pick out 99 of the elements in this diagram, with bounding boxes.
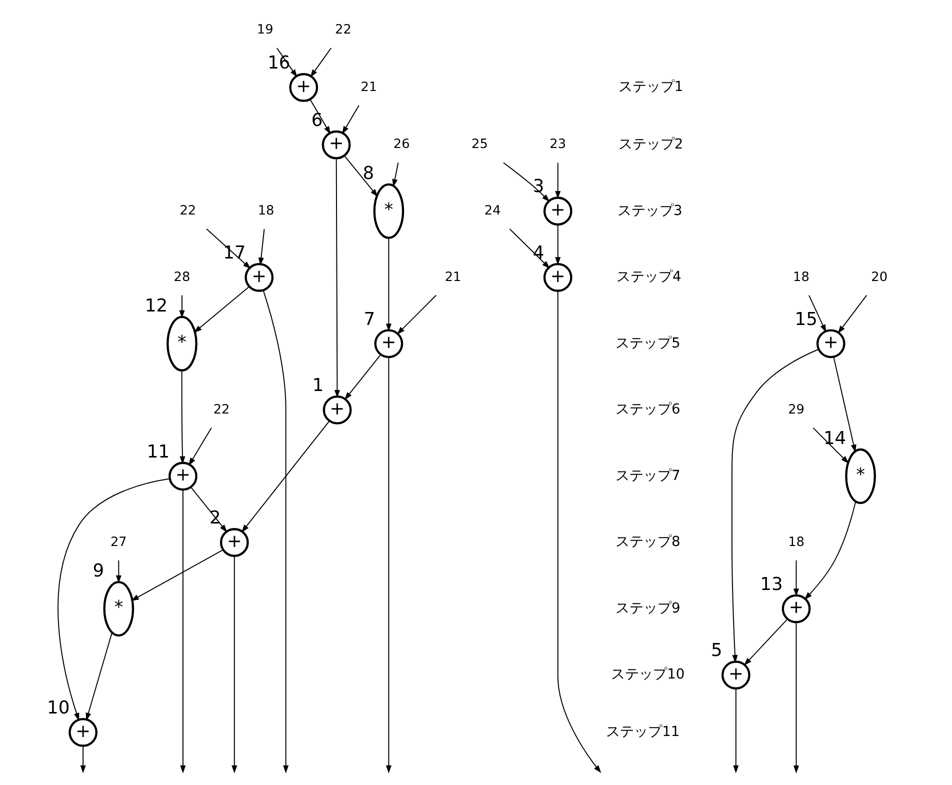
arrow [188, 427, 212, 466]
label: ステップ3 [616, 202, 682, 219]
node-text: 22 [334, 22, 351, 38]
arrow [385, 356, 391, 774]
node-circle: + [781, 594, 810, 624]
label: ステップ8 [614, 534, 680, 550]
arrow [743, 618, 788, 666]
arrow [730, 348, 819, 663]
arrow [392, 162, 398, 188]
arrow [178, 294, 184, 318]
node-text: 20 [870, 270, 888, 285]
arrow [554, 162, 560, 199]
node-label: 12 [144, 295, 168, 316]
node-text: 26 [392, 137, 410, 152]
node-circle: + [244, 262, 274, 292]
node-circle: + [816, 329, 845, 358]
label: ステップ9 [614, 600, 680, 616]
arrow [190, 486, 227, 532]
node-circle: + [374, 329, 403, 358]
label: ステップ4 [616, 269, 681, 286]
node-ellipse: * [844, 448, 876, 504]
arrow [130, 549, 223, 601]
arrow [832, 356, 856, 453]
arrow [343, 155, 378, 197]
node-circle: + [68, 718, 97, 747]
node-circle: + [720, 660, 750, 690]
node-ellipse: * [372, 183, 404, 239]
node-label: 5 [710, 640, 722, 662]
node-text: 22 [212, 402, 230, 418]
node-circle: + [168, 462, 197, 491]
arrow [396, 294, 436, 334]
node-text: 22 [179, 203, 196, 218]
node-label: 6 [310, 110, 322, 131]
node-text: 19 [256, 22, 273, 38]
arrow [837, 294, 867, 334]
node-text: 25 [471, 137, 488, 152]
arrow [508, 228, 550, 269]
arrow [812, 427, 848, 464]
node-ellipse: * [166, 316, 197, 372]
node-label: 16 [267, 52, 290, 74]
arrow [193, 286, 250, 333]
arrow [344, 354, 381, 400]
label: ステップ5 [614, 335, 680, 352]
arrow [80, 746, 86, 774]
node-label: 14 [822, 428, 846, 449]
node-label: 11 [146, 441, 170, 462]
node-text: 24 [484, 203, 500, 218]
arrow [804, 500, 856, 600]
arrow [180, 489, 186, 774]
node-ellipse: * [102, 580, 134, 637]
node-label: 9 [92, 560, 104, 582]
node-text: 23 [549, 137, 566, 152]
arrow [385, 237, 391, 332]
arrow [554, 224, 560, 266]
arrow [231, 556, 237, 774]
arrow [792, 560, 799, 597]
node-circle: + [542, 196, 572, 226]
node-label: 10 [46, 698, 70, 719]
node-text: 28 [173, 270, 190, 285]
arrow [792, 622, 799, 774]
arrow [310, 48, 332, 78]
arrow [502, 162, 550, 202]
node-text: 21 [444, 270, 461, 285]
arrow [262, 290, 288, 774]
node-circle: + [542, 262, 572, 292]
node-label: 1 [312, 375, 324, 396]
node-label: 13 [760, 574, 782, 595]
node-text: 18 [792, 270, 809, 285]
node-circle: + [219, 528, 248, 557]
arrow [808, 294, 826, 333]
arrow [309, 98, 330, 134]
label: ステップ7 [614, 468, 680, 484]
label: ステップ11 [606, 724, 680, 740]
arrow [85, 632, 112, 721]
arrow [556, 290, 601, 774]
node-label: 7 [363, 308, 375, 330]
label: ステップ1 [618, 79, 683, 96]
arrow [241, 420, 330, 532]
node-circle: + [321, 130, 350, 160]
node-text: 29 [788, 402, 804, 418]
arrow [57, 478, 170, 721]
node-text: 27 [110, 534, 126, 550]
node-text: 21 [360, 80, 377, 95]
label: ステップ10 [610, 666, 684, 683]
label: ステップ6 [614, 402, 680, 418]
node-text: 18 [788, 534, 804, 550]
label: ステップ2 [618, 136, 683, 153]
arrow [115, 560, 121, 584]
arrow [334, 158, 340, 398]
node-text: 18 [257, 203, 274, 218]
node-circle: + [288, 73, 318, 102]
node-label: 8 [362, 162, 374, 184]
arrow [276, 48, 297, 78]
arrow [179, 370, 185, 464]
arrow [258, 228, 264, 266]
node-circle: + [322, 396, 352, 424]
arrow [342, 104, 359, 134]
arrow [732, 688, 738, 774]
node-label: 15 [794, 308, 817, 330]
